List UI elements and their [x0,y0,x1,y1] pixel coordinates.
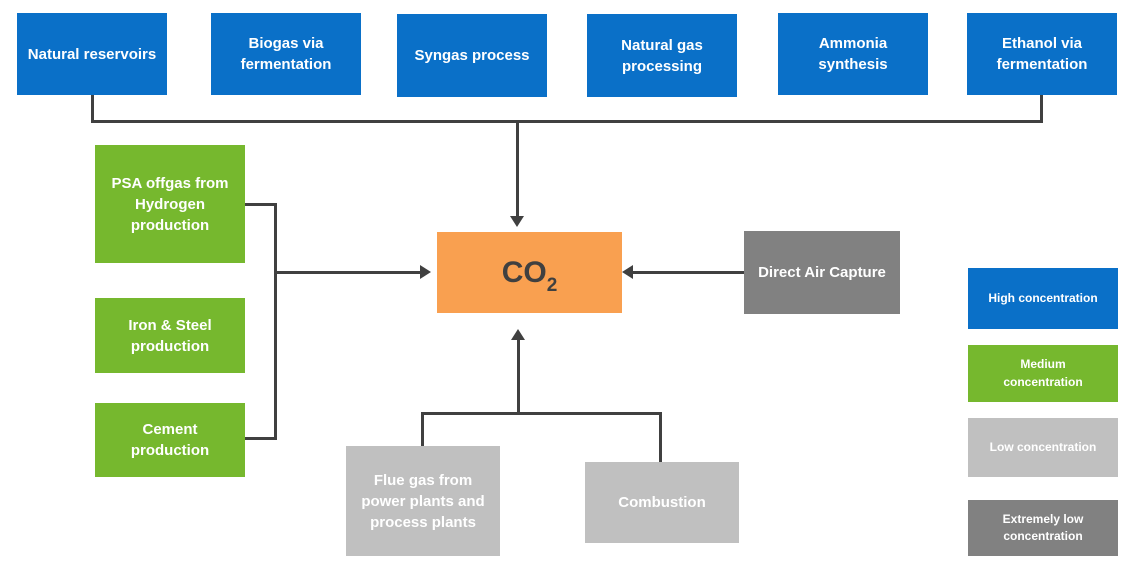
source-natural-gas-processing: Natural gas processing [587,14,737,97]
arrow-up-icon [511,329,525,340]
source-ammonia-synthesis: Ammonia synthesis [778,13,928,95]
arrow-right-icon [420,265,431,279]
source-cement: Cement production [95,403,245,477]
source-label: Direct Air Capture [758,264,886,281]
source-label: Ammonia synthesis [818,35,888,73]
connector-dac-to-co2 [633,271,744,274]
legend-label: Medium concentration [1003,357,1083,389]
source-label: Ethanol via fermentation [996,35,1088,73]
source-direct-air-capture: Direct Air Capture [744,231,900,314]
connector-left-to-co2 [274,271,420,274]
co2-label: CO [501,255,547,289]
source-iron-steel: Iron & Steel production [95,298,245,373]
source-label: Cement production [130,421,210,459]
source-label: Iron & Steel production [128,316,212,355]
source-syngas-process: Syngas process [397,14,547,97]
source-label: Biogas via fermentation [240,35,332,73]
legend-medium-concentration: Medium concentration [968,345,1118,402]
connector-combustion-riser [659,412,662,462]
connector-bottom-to-co2 [517,339,520,415]
legend-low-concentration: Low concentration [968,418,1118,477]
arrow-down-icon [510,216,524,227]
source-label: PSA offgas from Hydrogen production [111,174,229,234]
source-label: Combustion [618,494,706,511]
connector-psa-branch [245,203,277,206]
source-natural-reservoirs: Natural reservoirs [17,13,167,95]
source-label: Syngas process [414,47,530,64]
source-psa-offgas: PSA offgas from Hydrogen production [95,145,245,263]
legend-label: Low concentration [989,439,1097,454]
source-biogas-fermentation: Biogas via fermentation [211,13,361,95]
connector-bottom-bus [421,412,662,415]
connector-top-to-co2 [516,120,519,216]
connector-top-left-drop [91,95,94,123]
legend-label: High concentration [988,290,1098,305]
legend-extremely-low-concentration: Extremely low concentration [968,500,1118,556]
connector-fluegas-riser [421,412,424,446]
source-label: Flue gas from power plants and process p… [361,471,485,531]
source-flue-gas: Flue gas from power plants and process p… [346,446,500,556]
connector-left-trunk [274,203,277,440]
source-ethanol-fermentation: Ethanol via fermentation [967,13,1117,95]
connector-cement-branch [245,437,277,440]
source-combustion: Combustion [585,462,739,543]
connector-top-bus [91,120,1043,123]
source-label: Natural gas processing [621,36,703,75]
arrow-left-icon [622,265,633,279]
legend-label: Extremely low concentration [1002,511,1084,543]
connector-top-right-drop [1040,95,1043,123]
legend-high-concentration: High concentration [968,268,1118,329]
source-label: Natural reservoirs [27,45,157,63]
co2-subscript: 2 [546,275,558,296]
